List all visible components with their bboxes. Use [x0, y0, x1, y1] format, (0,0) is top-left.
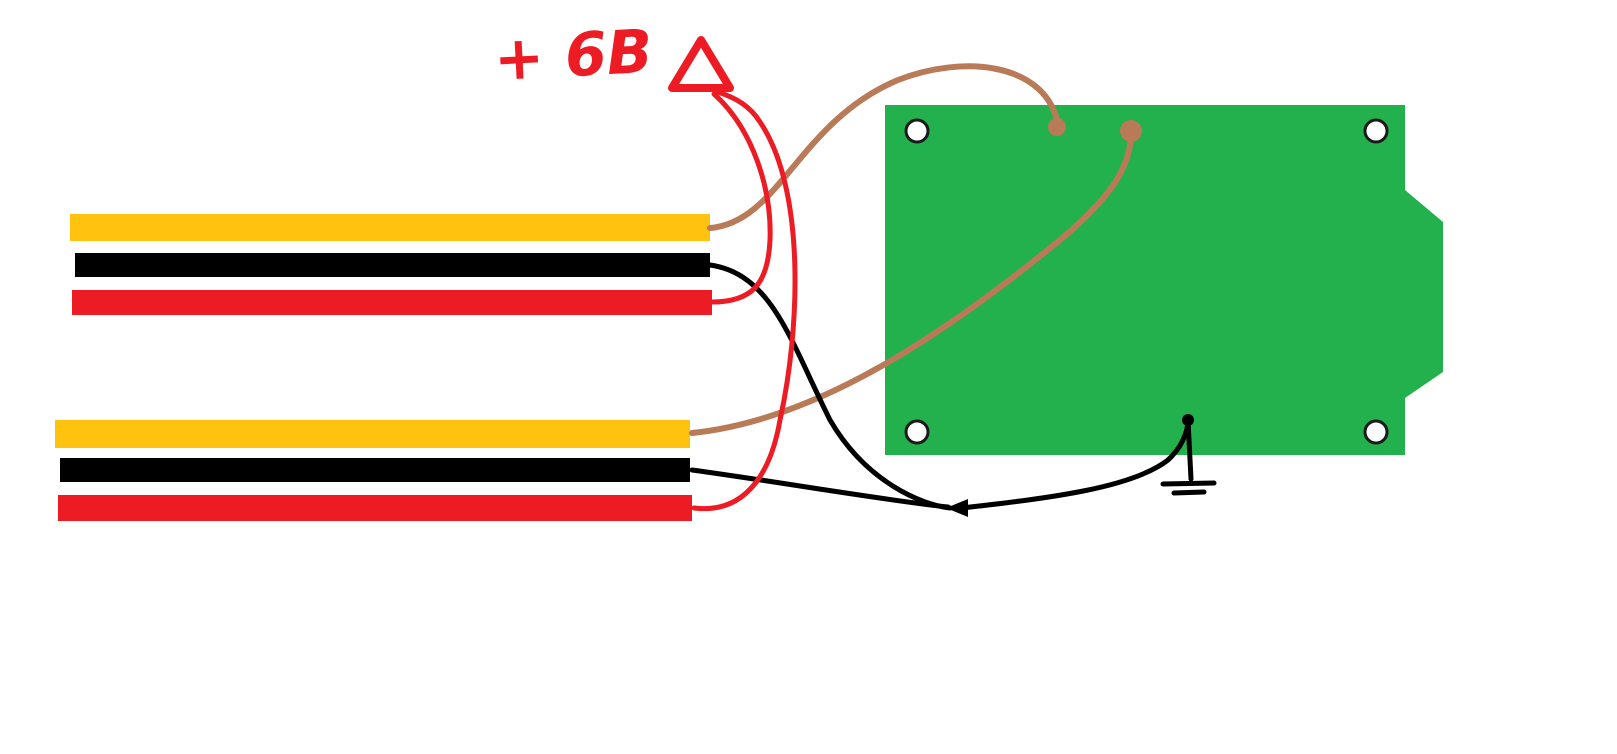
power-label: + 6В [492, 17, 654, 95]
solder-pad-icon [1120, 120, 1142, 142]
cable-bottom-yellow-wire [55, 420, 690, 448]
mounting-hole-icon [904, 419, 930, 445]
pcb-board [885, 105, 1443, 455]
ground-symbol-icon [1160, 480, 1217, 496]
red-wire-bottom [691, 89, 798, 512]
cable-top-red-wire [72, 290, 712, 315]
cable-bottom [55, 420, 692, 521]
mounting-hole-icon [1363, 419, 1389, 445]
power-arrow-icon [668, 36, 734, 92]
cable-bottom-red-wire [58, 495, 692, 521]
cable-top-black-wire [75, 253, 710, 277]
cable-top-yellow-wire [70, 214, 710, 241]
cable-bottom-black-wire [60, 458, 690, 482]
brown-wire-bottom [689, 135, 1134, 436]
red-power-wires [668, 36, 798, 512]
cable-top [70, 214, 712, 315]
black-wire-bottom [689, 467, 951, 510]
brown-signal-wires [689, 63, 1134, 436]
mounting-hole-icon [904, 118, 930, 144]
brown-wire-top [707, 63, 1060, 231]
red-wire-top [709, 91, 773, 305]
black-ground-wires [689, 262, 1217, 517]
junction-arrowhead-icon [946, 499, 968, 517]
solder-pad-icon [1048, 118, 1066, 136]
ground-stem [1185, 417, 1194, 482]
mounting-hole-icon [1363, 118, 1389, 144]
pcb-outline [885, 105, 1443, 455]
black-wire-to-ground [959, 419, 1191, 511]
